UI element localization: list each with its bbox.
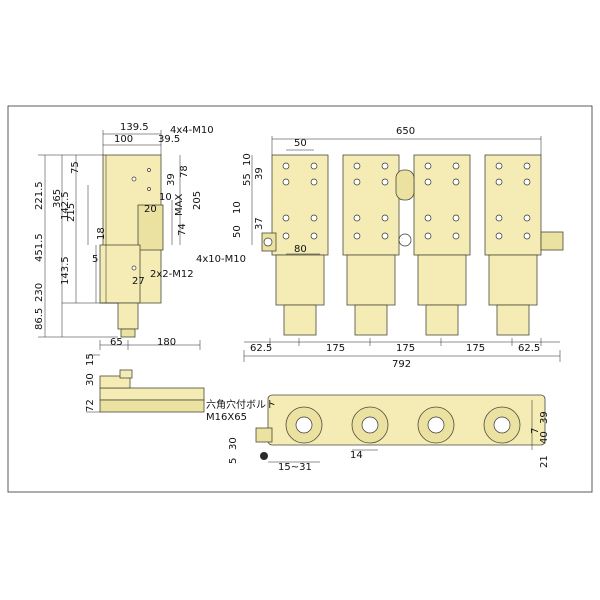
- dim-front-650: 650: [396, 126, 415, 137]
- dim-front-50b: 50: [232, 225, 243, 238]
- dim-front-37: 37: [254, 217, 265, 230]
- dim-side-365: 365: [52, 189, 63, 208]
- dim-side-65: 65: [110, 337, 123, 348]
- dim-front-50: 50: [294, 138, 307, 149]
- dim-side-78: 78: [179, 165, 190, 178]
- dim-front-80: 80: [294, 244, 307, 255]
- front-unit-4: [484, 154, 542, 336]
- dim-bot-30: 30: [85, 373, 96, 386]
- clamp-side-view: [86, 354, 205, 413]
- note-side-tap: 4x4-M10: [170, 125, 214, 136]
- dim-front-62-5a: 62.5: [250, 343, 272, 354]
- front-view: [243, 136, 564, 362]
- dim-side-142-5: 142.5: [60, 191, 71, 220]
- dim-side-205: 205: [192, 191, 203, 210]
- dim-side-139-5: 139.5: [120, 122, 149, 133]
- dim-bot-40: 40: [539, 431, 550, 444]
- dim-bot-14: 14: [350, 450, 363, 461]
- front-unit-2: [342, 154, 400, 336]
- dim-front-175c: 175: [466, 343, 485, 354]
- dim-side-75: 75: [70, 161, 81, 174]
- dim-side-100: 100: [114, 134, 133, 145]
- front-unit-1: [271, 154, 329, 336]
- dim-side-39-5: 39.5: [158, 134, 180, 145]
- dim-side-20: 20: [144, 204, 157, 215]
- dim-side-180: 180: [157, 337, 176, 348]
- drawing-frame: [7, 105, 593, 493]
- note-front-tap: 4x10-M10: [196, 254, 246, 265]
- dim-side-5: 5: [92, 254, 98, 265]
- dim-side-221-5: 221.5: [34, 181, 45, 210]
- dim-side-451-5: 451.5: [34, 233, 45, 262]
- dim-side-86-5: 86.5: [34, 308, 45, 330]
- dim-bot-5: 5: [228, 458, 239, 464]
- dim-bot-21: 21: [539, 455, 550, 468]
- dim-side-215: 215: [66, 203, 77, 222]
- dim-side-10: 10: [159, 192, 172, 203]
- dim-bot-72: 72: [85, 399, 96, 412]
- note-side-tap2: 2x2-M12: [150, 269, 194, 280]
- dim-side-230: 230: [34, 283, 45, 302]
- dim-side-max: MAX: [174, 194, 185, 216]
- dim-bot-30b: 30: [228, 437, 239, 450]
- note-bolt-jp: 六角穴付ボルト: [206, 398, 276, 411]
- front-unit-3: [413, 154, 471, 336]
- dim-front-10: 10: [242, 153, 253, 166]
- dim-front-10b: 10: [232, 201, 243, 214]
- dim-front-55: 55: [242, 173, 253, 186]
- dim-front-792: 792: [392, 359, 411, 370]
- dim-bot-range: 15~31: [278, 462, 312, 473]
- dim-side-143-5: 143.5: [60, 256, 71, 285]
- top-view: [255, 394, 546, 463]
- dim-side-18: 18: [96, 227, 107, 240]
- dim-side-27: 27: [132, 276, 145, 287]
- side-view: [38, 130, 201, 350]
- dim-front-175b: 175: [396, 343, 415, 354]
- dim-bot-15: 15: [85, 353, 96, 366]
- dim-bot-7: 7: [530, 428, 541, 434]
- dim-front-175a: 175: [326, 343, 345, 354]
- dim-front-39: 39: [254, 167, 265, 180]
- front-center-slot: [395, 169, 415, 201]
- note-bolt-size: M16X65: [206, 412, 247, 423]
- dim-bot-39: 39: [539, 411, 550, 424]
- dim-side-74: 74: [177, 223, 188, 236]
- dim-front-62-5b: 62.5: [518, 343, 540, 354]
- dim-side-39: 39: [166, 173, 177, 186]
- front-right-shaft: [540, 231, 564, 251]
